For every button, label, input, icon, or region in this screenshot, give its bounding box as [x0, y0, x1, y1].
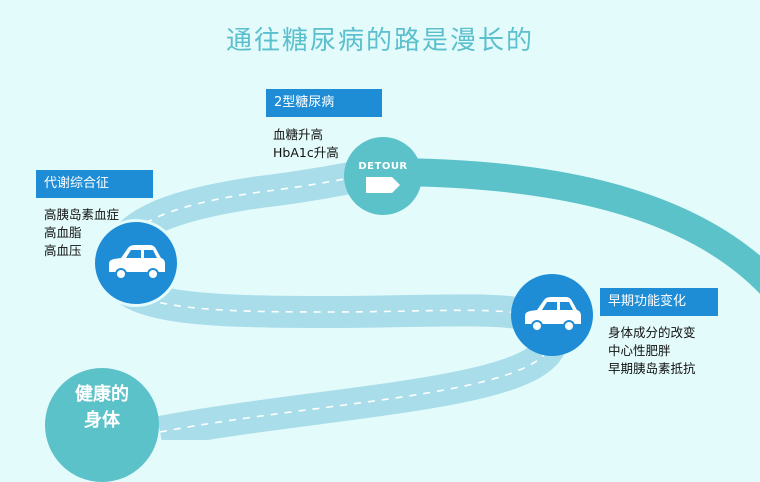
stage-list-metabolic: 高胰岛素血症 高血脂 高血压: [44, 206, 119, 260]
stage-label-metabolic: 代谢综合征: [44, 176, 110, 191]
stage-item: 高胰岛素血症: [44, 207, 120, 222]
stage-item: 高血压: [44, 243, 82, 258]
road-center-dashes: [114, 171, 553, 433]
detour-arrow-icon: [366, 177, 400, 193]
car-badge-metabolic: [92, 219, 180, 307]
stage-label-diabetes: 2型糖尿病: [274, 95, 335, 110]
stage-list-diabetes: 血糖升高 HbA1c升高: [273, 126, 339, 162]
page-title: 通往糖尿病的路是漫长的: [225, 26, 534, 56]
detour-sign: DETOUR: [344, 137, 422, 215]
detour-label: DETOUR: [358, 161, 408, 172]
highway-road: [381, 158, 760, 294]
car-icon: [109, 245, 165, 280]
car-badge-early: [511, 274, 593, 356]
stage-item: 血糖升高: [273, 127, 324, 142]
stage-tag-diabetes: 2型糖尿病: [266, 89, 382, 117]
healthy-line-2: 身体: [84, 410, 120, 431]
stage-item: 身体成分的改变: [608, 325, 696, 340]
stage-item: 高血脂: [44, 225, 82, 240]
stage-tag-early: 早期功能变化: [600, 288, 718, 316]
stage-tag-metabolic: 代谢综合征: [36, 170, 153, 198]
stage-list-early: 身体成分的改变 中心性肥胖 早期胰岛素抵抗: [608, 324, 696, 378]
stage-item: 中心性肥胖: [608, 343, 671, 358]
healthy-line-1: 健康的: [75, 384, 129, 405]
stage-item: 早期胰岛素抵抗: [608, 361, 696, 376]
car-icon: [525, 297, 581, 332]
healthy-body-badge: 健康的 身体: [45, 368, 159, 482]
stage-label-early: 早期功能变化: [608, 294, 687, 309]
road-illustration: [98, 156, 760, 440]
stage-item: HbA1c升高: [273, 145, 339, 160]
winding-road: [98, 156, 569, 440]
